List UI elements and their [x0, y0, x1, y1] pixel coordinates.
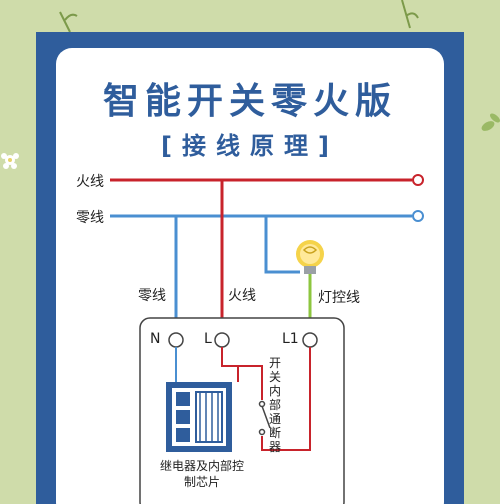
- bulb-icon: [296, 240, 324, 274]
- breaker-in-wire: [228, 365, 263, 400]
- relay-chip-icon: [166, 382, 232, 452]
- live-terminal-dot: [412, 174, 424, 186]
- switch-box: [139, 317, 345, 504]
- flower-icon: [1, 153, 19, 169]
- plant-icon: [59, 0, 419, 33]
- neutral-terminal-dot: [412, 210, 424, 222]
- breaker-out-wire: [261, 347, 311, 451]
- breaker-label: 开关内部通断器: [268, 356, 281, 454]
- live-wire-label: 火线: [228, 288, 256, 304]
- lamp-neutral-line: [264, 216, 300, 274]
- terminal-l1: [302, 332, 318, 348]
- live-bus-label: 火线: [76, 174, 104, 190]
- neutral-wire-label: 零线: [138, 288, 166, 304]
- lamp-wire-label: 灯控线: [318, 290, 360, 306]
- relay-chip-label: 继电器及内部控制芯片: [160, 459, 245, 489]
- terminal-n-label: N: [150, 331, 161, 347]
- neutral-bus-label: 零线: [76, 210, 104, 226]
- terminal-l-label: L: [204, 331, 212, 347]
- terminal-n: [168, 332, 184, 348]
- page-title: 智能开关零火版: [102, 81, 397, 122]
- terminal-l: [214, 332, 230, 348]
- breaker-contact-icon: [258, 400, 271, 436]
- page-subtitle: [接线原理]: [161, 132, 339, 160]
- leaf-icon: [481, 113, 500, 131]
- terminal-l1-label: L1: [282, 331, 299, 347]
